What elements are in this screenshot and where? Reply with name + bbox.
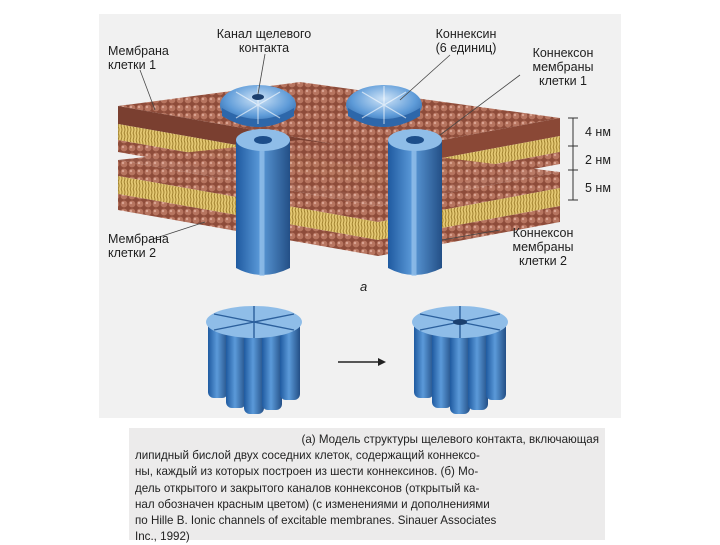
connexon-right-cutaway (388, 129, 442, 276)
label-connexin: Коннексин (6 единиц) (420, 27, 512, 55)
label-gap-channel: Канал щелевого контакта (205, 27, 323, 55)
dimension-markers (568, 118, 578, 200)
caption-line: (а) Модель структуры щелевого контакта, … (135, 432, 599, 448)
label-membrane-cell2: Мембрана клетки 2 (108, 232, 169, 260)
caption-line: дель открытого и закрытого каналов конне… (135, 481, 599, 497)
label-connexon-membrane1: Коннексон мембраны клетки 1 (520, 46, 606, 88)
panel-a-label: а (360, 280, 367, 294)
caption-line: по Hille B. Ionic channels of excitable … (135, 513, 599, 529)
connexon-dome-right (346, 85, 422, 127)
transition-arrow (338, 358, 386, 366)
connexon-left-cutaway (236, 129, 290, 276)
label-membrane-cell1: Мембрана клетки 1 (108, 44, 169, 72)
label-dim-2nm: 2 нм (585, 153, 611, 167)
connexon-open (412, 306, 508, 414)
connexon-dome-left (220, 85, 296, 127)
caption-line: ны, каждый из которых построен из шести … (135, 464, 599, 480)
connexon-closed (206, 306, 302, 414)
label-dim-4nm: 4 нм (585, 125, 611, 139)
label-dim-5nm: 5 нм (585, 181, 611, 195)
caption-line: липидный бислой двух соседних клеток, со… (135, 448, 599, 464)
caption-line: Inc., 1992) (135, 529, 599, 545)
caption-line: нал обозначен красным цветом) (с изменен… (135, 497, 599, 513)
label-connexon-membrane2: Коннексон мембраны клетки 2 (500, 226, 586, 268)
figure-caption: (а) Модель структуры щелевого контакта, … (135, 432, 599, 545)
